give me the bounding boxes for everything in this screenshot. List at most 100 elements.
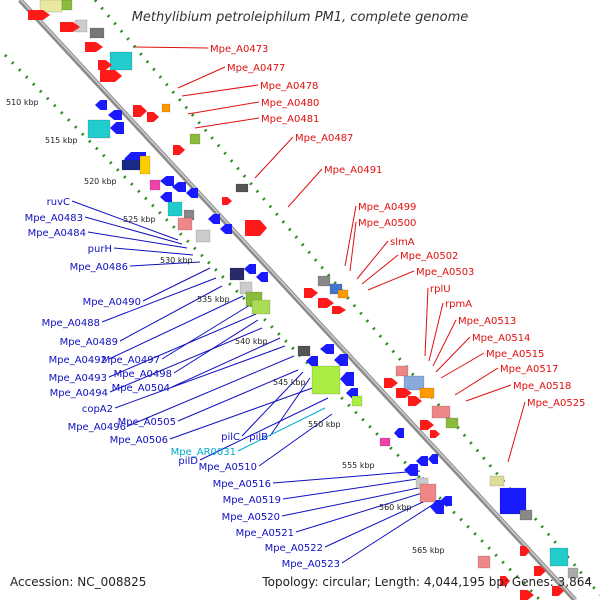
leader-line-reverse bbox=[101, 277, 217, 323]
forward-gene-block bbox=[549, 547, 569, 567]
leader-line-reverse bbox=[87, 231, 188, 249]
reverse-gene-block bbox=[351, 395, 363, 407]
forward-gene-label: Mpe_A0480 bbox=[261, 98, 319, 109]
forward-gene-label: Mpe_A0499 bbox=[358, 202, 416, 213]
leader-line-forward bbox=[356, 240, 389, 280]
ruler-inner-line bbox=[3, 53, 542, 600]
leader-line-forward bbox=[181, 84, 259, 97]
leader-line-reverse bbox=[295, 489, 433, 533]
forward-gene-label: Mpe_A0502 bbox=[400, 251, 458, 262]
reverse-gene-arrow bbox=[320, 344, 334, 354]
reverse-gene-label: Mpe_A0510 bbox=[199, 462, 257, 473]
forward-gene-arrow bbox=[534, 566, 546, 576]
scale-label: 545 kbp bbox=[273, 378, 306, 387]
gene-features bbox=[28, 0, 579, 600]
reverse-gene-label: Mpe_A0486 bbox=[70, 262, 128, 273]
scale-label: 510 kbp bbox=[6, 98, 39, 107]
leader-line-forward bbox=[432, 319, 457, 367]
leader-line-reverse bbox=[282, 477, 425, 500]
scale-label: 535 kbp bbox=[197, 295, 230, 304]
reverse-gene-label: Mpe_A0496 bbox=[68, 422, 126, 433]
forward-gene-block bbox=[317, 275, 331, 287]
forward-gene-arrow bbox=[304, 288, 318, 298]
reverse-gene-arrow bbox=[416, 456, 428, 466]
reverse-gene-label: Mpe_A0488 bbox=[42, 318, 100, 329]
reverse-gene-arrow bbox=[208, 214, 220, 224]
topology-label: Topology: circular; Length: 4,044,195 bp… bbox=[262, 575, 592, 589]
leader-line-reverse bbox=[142, 267, 211, 302]
reverse-gene-label: Mpe_A0521 bbox=[236, 528, 294, 539]
leader-line-reverse bbox=[281, 485, 429, 517]
reverse-gene-label: ruvC bbox=[47, 197, 70, 208]
reverse-gene-label: Mpe_A0498 bbox=[114, 369, 172, 380]
forward-gene-block bbox=[109, 51, 133, 71]
forward-gene-arrow bbox=[85, 42, 103, 52]
reverse-gene-label: purH bbox=[88, 244, 112, 255]
leader-line-reverse bbox=[71, 200, 179, 241]
leader-line-reverse bbox=[173, 319, 259, 374]
reverse-gene-arrow bbox=[160, 176, 174, 186]
leader-line-reverse bbox=[108, 295, 244, 360]
forward-gene-arrow bbox=[60, 22, 80, 32]
reverse-gene-label: pilC bbox=[221, 432, 240, 443]
leader-line-forward bbox=[194, 117, 260, 129]
forward-gene-label: Mpe_A0514 bbox=[472, 333, 530, 344]
reverse-gene-arrow bbox=[220, 224, 232, 234]
reverse-gene-block bbox=[297, 345, 311, 357]
reverse-gene-block bbox=[311, 365, 341, 395]
forward-gene-label: rplU bbox=[430, 284, 451, 295]
reverse-gene-arrow bbox=[256, 272, 268, 282]
leader-line-reverse bbox=[237, 407, 326, 452]
reverse-gene-block bbox=[121, 159, 141, 171]
forward-gene-label: Mpe_A0525 bbox=[527, 398, 585, 409]
reverse-gene-label: Mpe_A0523 bbox=[282, 559, 340, 570]
reverse-gene-label: Mpe_A0484 bbox=[28, 228, 86, 239]
leader-line-forward bbox=[349, 221, 357, 272]
leader-line-reverse bbox=[113, 247, 194, 256]
reverse-gene-label: Mpe_A0489 bbox=[60, 337, 118, 348]
reverse-labels: ruvCMpe_A0483Mpe_A0484purHMpe_A0486Mpe_A… bbox=[25, 197, 340, 570]
forward-gene-arrow bbox=[28, 10, 50, 20]
reverse-gene-block bbox=[149, 179, 161, 191]
reverse-gene-arrow bbox=[172, 182, 186, 192]
leader-line-forward bbox=[187, 101, 260, 115]
forward-gene-block bbox=[39, 0, 63, 13]
forward-gene-block bbox=[519, 509, 533, 521]
leader-line-forward bbox=[254, 136, 294, 179]
leader-line-forward bbox=[177, 66, 226, 89]
reverse-gene-block bbox=[167, 201, 183, 217]
forward-gene-label: Mpe_A0518 bbox=[513, 381, 571, 392]
forward-gene-label: Mpe_A0487 bbox=[295, 133, 353, 144]
forward-gene-arrow bbox=[245, 220, 267, 236]
forward-gene-arrow bbox=[318, 298, 334, 308]
leader-line-reverse bbox=[169, 385, 319, 440]
leader-line-reverse bbox=[161, 304, 251, 360]
forward-labels: Mpe_A0473Mpe_A0477Mpe_A0478Mpe_A0480Mpe_… bbox=[210, 44, 585, 409]
forward-gene-block bbox=[89, 27, 105, 39]
scale-label: 525 kbp bbox=[123, 215, 156, 224]
forward-gene-arrow bbox=[520, 546, 530, 556]
forward-gene-label: Mpe_A0517 bbox=[500, 364, 558, 375]
reverse-gene-label: Mpe_A0497 bbox=[102, 355, 160, 366]
leader-line-forward bbox=[465, 384, 512, 402]
reverse-gene-label: Mpe_A0520 bbox=[222, 512, 280, 523]
forward-gene-label: Mpe_A0503 bbox=[416, 267, 474, 278]
leader-line-reverse bbox=[127, 355, 295, 427]
forward-gene-block bbox=[499, 487, 527, 515]
forward-gene-label: Mpe_A0515 bbox=[486, 349, 544, 360]
forward-gene-block bbox=[403, 375, 425, 391]
scale-label: 515 kbp bbox=[45, 136, 78, 145]
reverse-gene-arrow bbox=[394, 428, 404, 438]
leader-line-reverse bbox=[269, 377, 311, 437]
leader-line-reverse bbox=[114, 345, 286, 409]
forward-gene-block bbox=[489, 475, 505, 487]
leader-line-forward bbox=[435, 336, 471, 373]
reverse-gene-block bbox=[87, 119, 111, 139]
reverse-gene-block bbox=[195, 229, 211, 243]
forward-gene-arrow bbox=[332, 306, 346, 314]
reverse-gene-label: Mpe_A0493 bbox=[49, 373, 107, 384]
leader-line-reverse bbox=[258, 413, 333, 467]
forward-gene-arrow bbox=[520, 590, 534, 600]
leader-line-reverse bbox=[272, 470, 421, 484]
leader-line-reverse bbox=[341, 499, 441, 564]
